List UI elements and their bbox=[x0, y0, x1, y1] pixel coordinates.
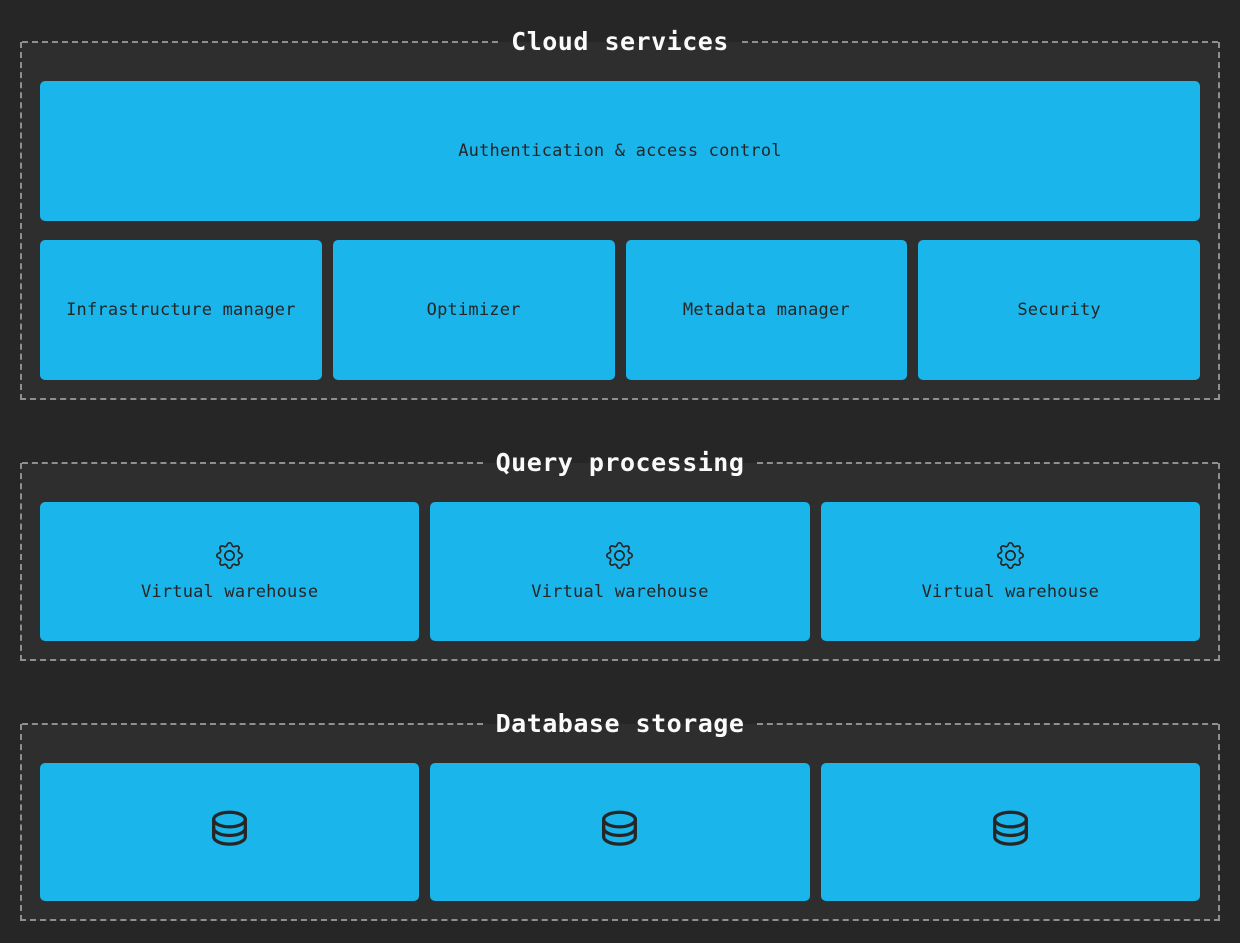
optimizer-box: Optimizer bbox=[332, 240, 615, 380]
security-box: Security bbox=[918, 240, 1200, 380]
box-label: Security bbox=[1017, 300, 1101, 320]
database-icon bbox=[602, 810, 638, 846]
box-label: Virtual warehouse bbox=[921, 581, 1100, 602]
section-title: Cloud services bbox=[511, 27, 729, 56]
authentication-access-control-box: Authentication & access control bbox=[40, 81, 1200, 221]
database-box bbox=[820, 763, 1200, 901]
infrastructure-manager-box: Infrastructure manager bbox=[40, 240, 322, 380]
gear-icon bbox=[216, 541, 244, 569]
cloud-services-row: Infrastructure manager Optimizer Metadat… bbox=[40, 240, 1200, 380]
box-label: Metadata manager bbox=[682, 300, 850, 320]
box-label: Infrastructure manager bbox=[66, 300, 296, 320]
database-box bbox=[430, 763, 810, 901]
database-icon bbox=[992, 810, 1028, 846]
query-processing-row: Virtual warehouse Virtual warehouse Virt… bbox=[40, 502, 1200, 641]
gear-icon bbox=[606, 541, 634, 569]
dashed-line bbox=[22, 41, 499, 43]
gear-icon bbox=[996, 541, 1024, 569]
dashed-line bbox=[757, 723, 1219, 725]
section-header: Database storage bbox=[22, 706, 1219, 742]
box-label: Virtual warehouse bbox=[531, 581, 709, 602]
section-title: Database storage bbox=[495, 709, 745, 738]
dashed-line bbox=[22, 462, 483, 464]
section-header: Cloud services bbox=[22, 24, 1218, 60]
section-header: Query processing bbox=[22, 445, 1219, 481]
database-storage-row bbox=[40, 763, 1200, 901]
dashed-line bbox=[22, 723, 483, 725]
dashed-line bbox=[741, 41, 1218, 43]
section-query-processing: Query processing Virtual warehouse Virtu… bbox=[20, 448, 1220, 661]
virtual-warehouse-box: Virtual warehouse bbox=[40, 502, 420, 641]
virtual-warehouse-box: Virtual warehouse bbox=[820, 502, 1200, 641]
box-label: Authentication & access control bbox=[458, 141, 782, 161]
box-label: Optimizer bbox=[426, 300, 521, 320]
database-box bbox=[40, 763, 420, 901]
section-title: Query processing bbox=[495, 448, 745, 477]
virtual-warehouse-box: Virtual warehouse bbox=[430, 502, 810, 641]
section-database-storage: Database storage bbox=[20, 709, 1220, 921]
metadata-manager-box: Metadata manager bbox=[625, 240, 908, 380]
box-label: Virtual warehouse bbox=[140, 581, 319, 602]
section-cloud-services: Cloud services Authentication & access c… bbox=[20, 27, 1220, 400]
database-icon bbox=[212, 810, 248, 846]
dashed-line bbox=[757, 462, 1219, 464]
